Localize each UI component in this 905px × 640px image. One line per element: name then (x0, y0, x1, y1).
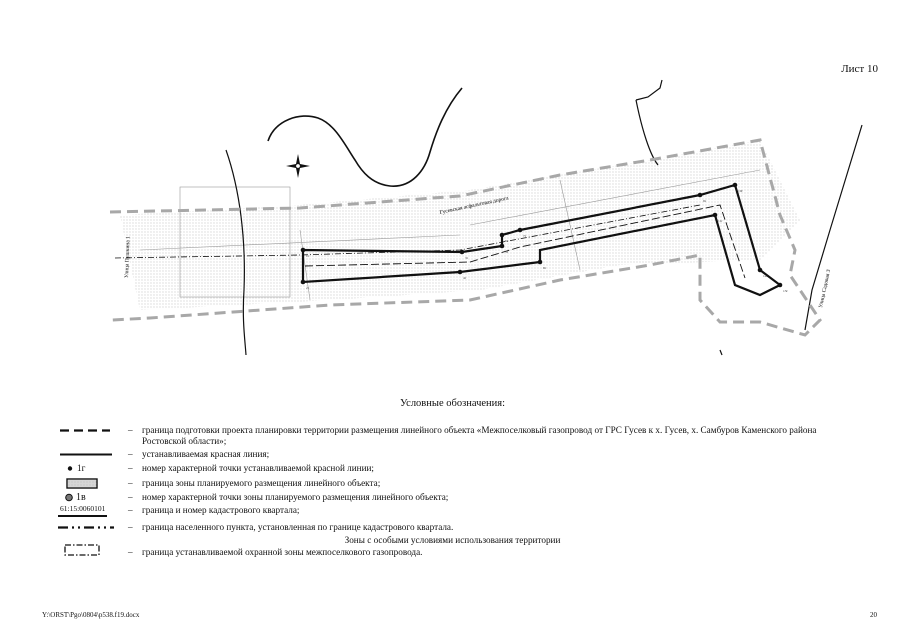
characteristic-point-label: 9г (703, 199, 707, 203)
lot-boundaries (139, 169, 761, 301)
characteristic-point (517, 227, 523, 233)
legend-symbol-cadastral: 61:15:0060101 (58, 503, 108, 517)
characteristic-point (537, 259, 543, 265)
characteristic-point (697, 192, 703, 198)
characteristic-point (499, 232, 505, 238)
legend-symbol-dashed (60, 429, 110, 432)
legend-symbol-point (67, 466, 73, 471)
characteristic-point-label: 1г (306, 254, 310, 258)
characteristic-point (300, 247, 306, 253)
characteristic-point-label: 11г (718, 219, 723, 223)
footer-file-path: Y:\ORST\Pgo\0804\p538.f19.docx (42, 611, 140, 619)
legend-symbol-hatched (66, 478, 98, 489)
characteristic-point-label: 10г (738, 189, 744, 193)
characteristic-points: 1г 2г 3г 4г 5г 6г 7г 8г 9г 10г 11г 12г 13г (300, 182, 789, 293)
legend-symbol-solid (60, 453, 112, 456)
characteristic-point (499, 243, 505, 249)
characteristic-point-label: 7г (523, 234, 527, 238)
footer-page-number: 20 (870, 611, 877, 619)
legend-title: Условные обозначения: (399, 398, 505, 409)
characteristic-point (457, 269, 463, 275)
roads (225, 79, 863, 356)
legend-symbol-dash-dot (58, 526, 114, 529)
characteristic-point (757, 267, 763, 273)
terrain-texture (120, 140, 800, 310)
characteristic-point-label: 2г (306, 286, 310, 290)
characteristic-point-label: 8г (543, 266, 547, 270)
street-label-right: Улица Садовая 3 (818, 269, 832, 309)
zones-title: Зоны с особыми условиями использования т… (344, 535, 561, 545)
characteristic-point (459, 249, 465, 255)
characteristic-point-label: 5г (505, 250, 509, 254)
legend-symbol-protect-zone (64, 544, 100, 556)
characteristic-point-label: 4г (463, 276, 467, 280)
characteristic-point (777, 282, 783, 288)
compass-rose (286, 154, 310, 178)
characteristic-point (712, 212, 718, 218)
characteristic-point (732, 182, 738, 188)
sheet-label: Лист 10 (841, 63, 878, 75)
map: 1г 2г 3г 4г 5г 6г 7г 8г 9г 10г 11г 12г 13г Улица Пуш… (109, 79, 863, 356)
street-label-left: Улица Пушкина 1 (124, 236, 131, 278)
characteristic-point-label: 3г (465, 256, 469, 260)
river (267, 87, 463, 187)
project-boundary (109, 138, 822, 337)
pipeline-axis (304, 204, 746, 279)
characteristic-point-label: 6г (505, 239, 509, 243)
settlement-boundary (114, 204, 701, 259)
characteristic-point-label: 12г (763, 274, 769, 278)
characteristic-point-label: 13г (783, 289, 789, 293)
characteristic-point (300, 279, 306, 285)
legend-symbol-point-gray (65, 493, 73, 502)
